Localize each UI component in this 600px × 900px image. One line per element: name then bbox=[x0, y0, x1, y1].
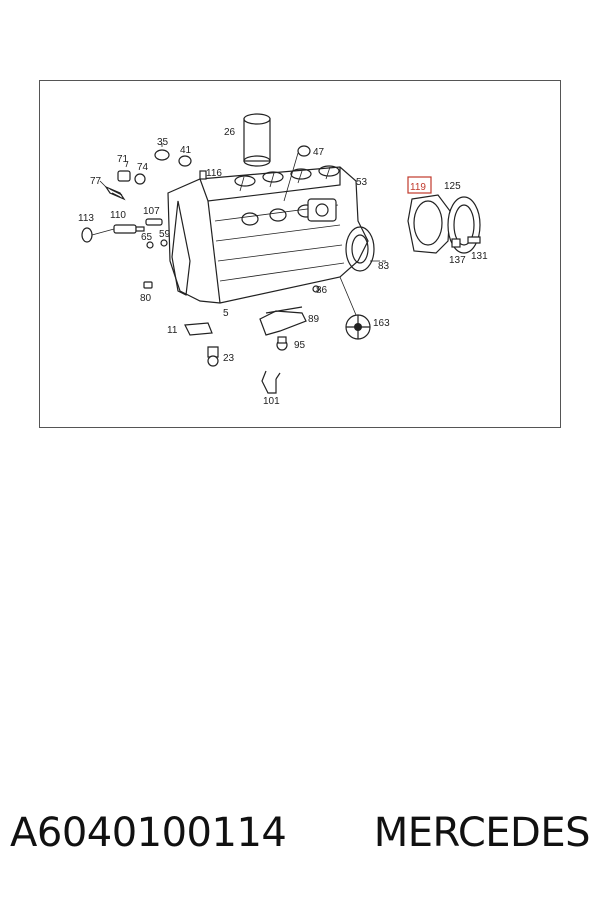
label-101[interactable]: 101 bbox=[263, 396, 280, 407]
label-47[interactable]: 47 bbox=[313, 147, 325, 158]
label-5[interactable]: 5 bbox=[223, 308, 229, 319]
label-11[interactable]: 11 bbox=[167, 325, 178, 336]
highlight-box-119 bbox=[407, 176, 432, 194]
label-80[interactable]: 80 bbox=[140, 293, 152, 304]
ring-41 bbox=[178, 155, 192, 167]
label-23[interactable]: 23 bbox=[223, 353, 235, 364]
label-65[interactable]: 65 bbox=[141, 232, 153, 243]
label-77[interactable]: 77 bbox=[90, 176, 102, 187]
part-number: A6040100114 bbox=[10, 810, 287, 856]
label-119[interactable]: 119 bbox=[410, 182, 426, 193]
ring-47 bbox=[297, 145, 311, 157]
exploded-parts-diagram: 26 35 41 47 71 74 77 116 53 119 125 113 … bbox=[78, 113, 488, 407]
label-163[interactable]: 163 bbox=[373, 318, 390, 329]
ring-35 bbox=[154, 149, 170, 161]
label-71[interactable]: 71 bbox=[117, 154, 129, 165]
label-137[interactable]: 137 bbox=[449, 255, 466, 266]
leader-lines bbox=[91, 143, 380, 262]
brand-name: MERCEDES bbox=[373, 810, 591, 856]
label-53[interactable]: 53 bbox=[356, 177, 368, 188]
label-86[interactable]: 86 bbox=[316, 285, 328, 296]
diagram-frame: 26 35 41 47 71 74 77 116 53 119 125 113 … bbox=[39, 80, 561, 428]
label-116[interactable]: 116 bbox=[206, 168, 222, 179]
bottom-parts bbox=[184, 276, 371, 394]
label-107[interactable]: 107 bbox=[143, 206, 160, 217]
label-110[interactable]: 110 bbox=[110, 210, 126, 221]
label-35[interactable]: 35 bbox=[157, 137, 169, 148]
part-labels: 26 35 41 47 71 74 77 116 53 119 125 113 … bbox=[78, 127, 488, 407]
left-small-parts bbox=[81, 170, 207, 289]
label-26[interactable]: 26 bbox=[224, 127, 236, 138]
label-59[interactable]: 59 bbox=[159, 229, 171, 240]
oil-filter-cylinder bbox=[243, 113, 271, 167]
label-125[interactable]: 125 bbox=[444, 181, 461, 192]
label-89[interactable]: 89 bbox=[308, 314, 320, 325]
rear-seal-cover bbox=[382, 194, 481, 262]
engine-block bbox=[167, 165, 375, 304]
label-74[interactable]: 74 bbox=[137, 162, 149, 173]
label-41[interactable]: 41 bbox=[180, 145, 192, 156]
caption-bar: A6040100114 MERCEDES bbox=[10, 803, 591, 863]
label-131[interactable]: 131 bbox=[471, 251, 488, 262]
label-83[interactable]: 83 bbox=[378, 261, 390, 272]
label-113[interactable]: 113 bbox=[78, 213, 94, 224]
label-95[interactable]: 95 bbox=[294, 340, 306, 351]
